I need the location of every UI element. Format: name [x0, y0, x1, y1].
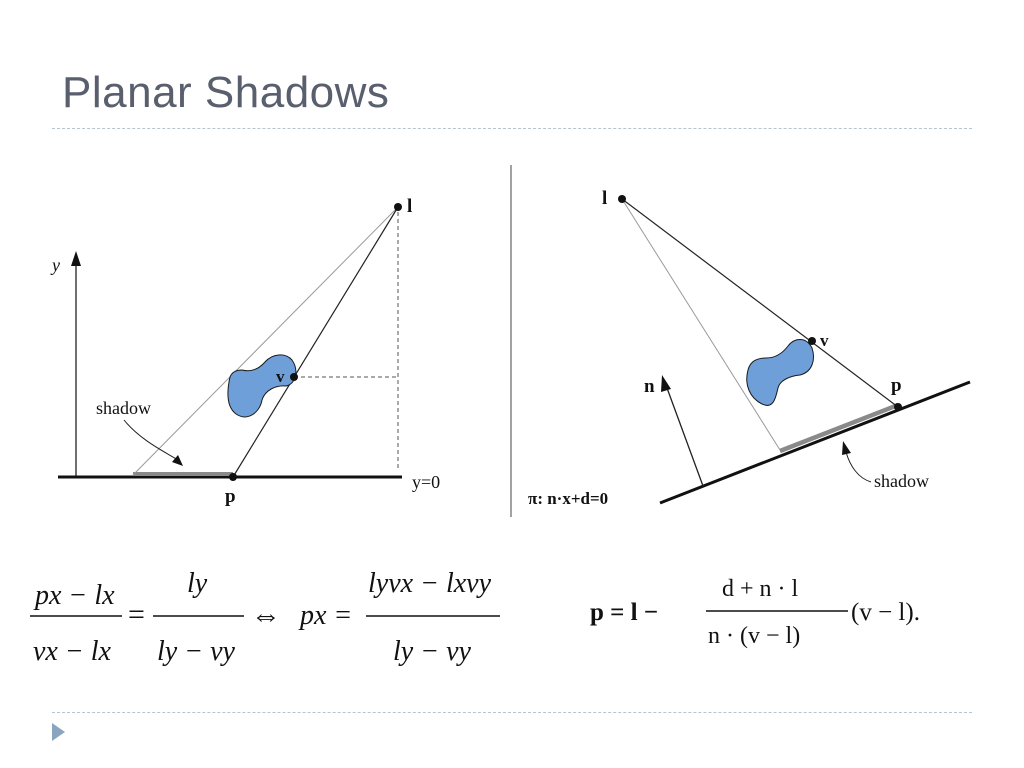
shadow-label: shadow [96, 398, 151, 418]
projection-lhs: p = l − [590, 599, 658, 626]
slide-title: Planar Shadows [62, 68, 390, 117]
plane-equation: π: n·x+d=0 [528, 489, 608, 508]
equals-sign-1: = [128, 598, 145, 631]
px-equals: px = [298, 600, 352, 631]
frac1-denominator: vx − lx [33, 636, 112, 667]
vertex-label-right: v [820, 331, 829, 350]
ray-light-to-p-right [621, 198, 899, 408]
projected-point [229, 473, 237, 481]
projection-denominator: n · (v − l) [708, 623, 800, 649]
normal-arrow-icon [661, 375, 671, 392]
normal-vector-line [666, 387, 704, 487]
left-equation: px − lx vx − lx = ly ly − vy ⇔ px = lyvx… [30, 568, 500, 667]
left-diagram: y l v p shadow y=0 [50, 196, 440, 507]
shadow-pointer-arrow-icon [172, 455, 183, 466]
ray-light-grey [132, 206, 399, 476]
shadow-pointer-arrow-icon-right [842, 441, 851, 455]
projected-point-right [894, 403, 902, 411]
projected-label: p [225, 486, 236, 507]
frac3-denominator: ly − vy [393, 636, 472, 667]
ray-light-grey-right [621, 198, 781, 451]
vertex-point [290, 373, 298, 381]
projection-numerator: d + n · l [722, 576, 799, 602]
y-axis-label: y [50, 255, 60, 275]
light-label-right: l [602, 188, 607, 209]
shadow-label-right: shadow [874, 471, 929, 491]
occluder-shape [227, 354, 297, 418]
footer-divider [52, 712, 972, 713]
normal-label: n [644, 376, 655, 397]
projection-tail: (v − l). [851, 599, 920, 626]
plane-shadow [779, 402, 899, 454]
iff-symbol: ⇔ [251, 599, 281, 632]
frac3-numerator: lyvx − lxvy [368, 568, 492, 599]
plane-line [659, 380, 971, 505]
light-point [394, 203, 402, 211]
light-point-right [618, 195, 626, 203]
shadow-pointer [123, 419, 179, 461]
occluder-shape-right [746, 339, 814, 406]
frac1-numerator: px − lx [33, 580, 115, 611]
projected-label-right: p [891, 375, 902, 396]
title-divider [52, 128, 972, 129]
ray-light-to-p [232, 206, 399, 478]
ground-equation: y=0 [412, 472, 440, 492]
frac2-denominator: ly − vy [157, 636, 236, 667]
right-diagram: n l v p shadow π: n·x+d=0 [528, 188, 971, 508]
bullet-triangle-icon [52, 723, 65, 741]
light-label: l [407, 196, 412, 217]
vertex-point-right [808, 337, 816, 345]
y-axis-arrow-icon [71, 251, 81, 266]
vertex-label: v [276, 367, 285, 386]
shadow-pointer-right [845, 451, 872, 483]
right-equation: p = l − d + n · l n · (v − l) (v − l). [590, 576, 920, 649]
frac2-numerator: ly [187, 568, 208, 599]
